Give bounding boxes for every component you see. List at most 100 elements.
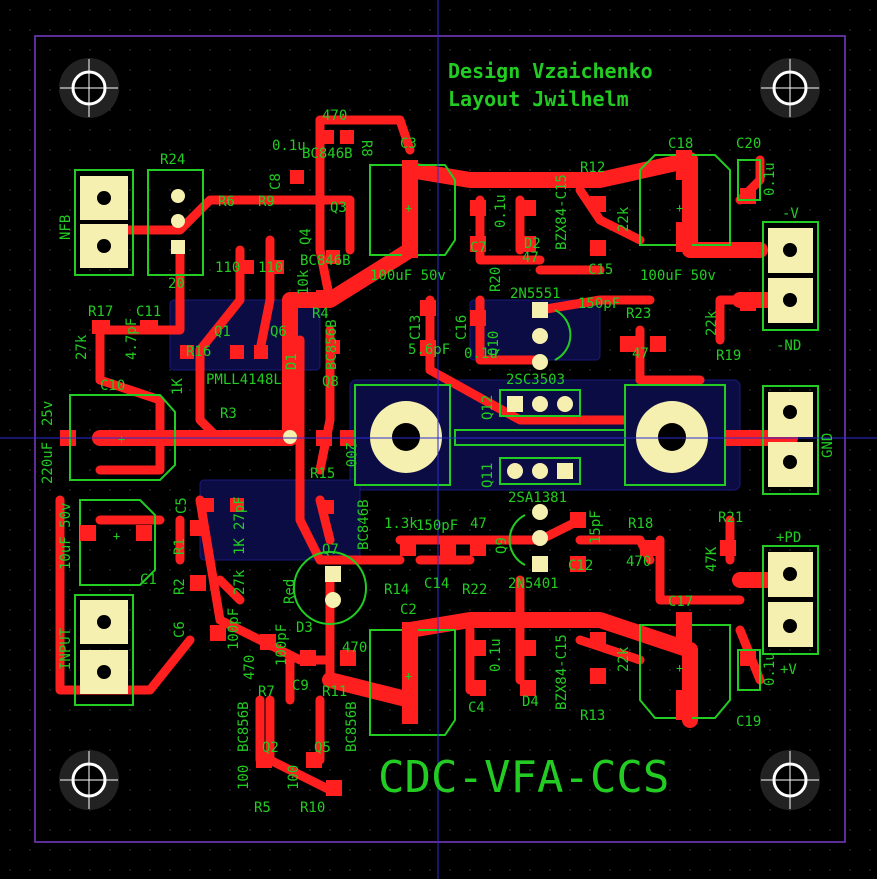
ref-c19: C19: [736, 714, 761, 730]
q10: [532, 302, 572, 370]
val-2n5551: 2N5551: [510, 286, 561, 302]
val-100pf-b: 100pF: [274, 624, 290, 666]
val-22k-c: 22k: [616, 646, 632, 672]
ref-q10: Q10: [486, 331, 502, 356]
val-pmll: PMLL4148L: [206, 372, 282, 388]
ref-c20: C20: [736, 136, 761, 152]
ref-r10: R10: [300, 800, 325, 816]
ref-c16: C16: [454, 315, 470, 340]
val-56pf: 5.6pF: [408, 342, 450, 358]
to92-parts: [283, 302, 572, 625]
ref-c3: C3: [400, 136, 417, 152]
val-470b: 470: [242, 655, 258, 680]
ref-r2: R2: [172, 578, 188, 595]
terminal-nfb: [74, 169, 134, 276]
val-bc846b-c: BC846B: [356, 499, 372, 550]
ref-r16: R16: [186, 344, 211, 360]
label-nd: -ND: [776, 338, 801, 354]
ref-r12: R12: [580, 160, 605, 176]
ref-r21: R21: [718, 510, 743, 526]
ref-q3: Q3: [330, 200, 347, 216]
ref-c8: C8: [268, 173, 284, 190]
silkscreen-text: Design Vzaichenko Layout Jwilhelm CDC-VF…: [40, 59, 836, 816]
ref-q6: Q6: [270, 324, 287, 340]
val-bc856b-a: BC856B: [324, 319, 340, 370]
ref-q7: Q7: [322, 542, 339, 558]
svg-text:+: +: [405, 669, 412, 683]
ref-r4: R4: [312, 306, 329, 322]
ref-r9: R9: [258, 194, 275, 210]
val-100a: 100: [236, 765, 252, 790]
label-negv: -V: [782, 206, 799, 222]
ref-c6: C6: [172, 621, 188, 638]
ref-r22: R22: [462, 582, 487, 598]
val-2sc3503: 2SC3503: [506, 372, 565, 388]
val-01u-e: 0.1u: [488, 638, 504, 672]
label-pd: +PD: [776, 530, 801, 546]
ref-c15: C15: [588, 262, 613, 278]
c19-small: [737, 649, 761, 691]
terminal-negv: [762, 221, 819, 331]
ref-r17: R17: [88, 304, 113, 320]
terminals: [74, 169, 819, 706]
c20-small: [737, 159, 761, 201]
ref-q1: Q1: [214, 324, 231, 340]
ref-r14: R14: [384, 582, 409, 598]
val-470a: 470: [322, 108, 347, 124]
val-47-c: 47: [470, 516, 487, 532]
mounting-hole-tl: [59, 58, 119, 118]
val-47-a: 47: [522, 250, 539, 266]
val-22k-a: 22k: [616, 206, 632, 232]
ref-c18: C18: [668, 136, 693, 152]
val-2sa1381: 2SA1381: [508, 490, 567, 506]
val-01u-d: 0.1u: [464, 346, 498, 362]
svg-text:+: +: [118, 432, 125, 446]
ref-r3: R3: [220, 406, 237, 422]
mounting-hole-bl: [59, 750, 119, 810]
val-47-b: 47: [632, 346, 649, 362]
val-110b: 110: [258, 260, 283, 276]
cap-c2: +: [369, 622, 456, 736]
mounting-holes: [59, 58, 820, 810]
val-27k-b: 27k: [232, 569, 248, 595]
label-gnd: GND: [820, 433, 836, 458]
label-pv: +V: [780, 662, 797, 678]
red-led: [293, 551, 367, 625]
smd-pads: [60, 130, 756, 796]
ref-q8: Q8: [322, 374, 339, 390]
val-bc846b-a: BC846B: [302, 146, 353, 162]
val-220uf: 220uF: [40, 442, 56, 484]
ref-r7: R7: [258, 684, 275, 700]
terminal-posv: [762, 545, 819, 655]
ref-r1: R1: [172, 538, 188, 555]
ref-q5: Q5: [314, 740, 331, 756]
cap-c17: +: [639, 612, 731, 720]
val-1k-a: 1K: [170, 378, 186, 395]
val-10uf: 10uF 50v: [58, 503, 74, 570]
board-title: CDC-VFA-CCS: [378, 752, 669, 803]
val-100uf-a: 100uF 50v: [370, 268, 446, 284]
val-15pf: 15pF: [588, 510, 604, 544]
ref-q2: Q2: [262, 740, 279, 756]
ref-c2: C2: [400, 602, 417, 618]
ref-c1: C1: [140, 572, 157, 588]
q12-pins: [499, 389, 581, 417]
ref-r20: R20: [488, 267, 504, 292]
ref-r23: R23: [626, 306, 651, 322]
header-design: Design Vzaichenko: [448, 59, 653, 83]
terminal-input: [74, 594, 134, 706]
ref-r19: R19: [716, 348, 741, 364]
svg-text:+: +: [676, 201, 683, 215]
val-150pf-b: 150pF: [416, 518, 458, 534]
val-bc856b-c: BC856B: [344, 701, 360, 752]
val-13k: 1.3k: [384, 516, 418, 532]
val-bc846b-b: BC846B: [300, 253, 351, 269]
header-layout: Layout Jwilhelm: [448, 87, 629, 111]
ref-r15: R15: [310, 466, 335, 482]
val-100uf-b: 100uF 50v: [640, 268, 716, 284]
val-bzx-b: BZX84-C15: [554, 634, 570, 710]
ref-q4: Q4: [298, 228, 314, 245]
ref-r8: R8: [358, 140, 374, 157]
val-470d: 470: [342, 640, 367, 656]
val-47pf: 4.7pF: [124, 318, 140, 360]
